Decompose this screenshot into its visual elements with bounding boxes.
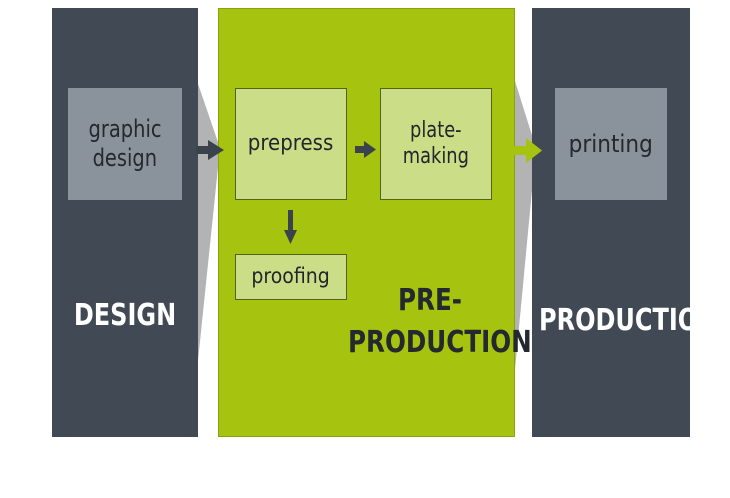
graphic-design-box: graphic design xyxy=(68,88,182,200)
prepress-label: prepress xyxy=(248,130,334,156)
platemaking-line1: plate- xyxy=(410,117,462,143)
arrow-prepress-to-proofing xyxy=(284,210,297,244)
arrow-preproduction-to-printing xyxy=(512,138,542,163)
proofing-box: proofing xyxy=(235,254,347,300)
arrow-design-to-prepress xyxy=(196,140,224,160)
printing-box: printing xyxy=(555,88,667,200)
design-label: DESIGN xyxy=(73,298,177,333)
prepress-box: prepress xyxy=(235,88,347,200)
graphic-design-line2: design xyxy=(92,144,158,172)
preproduction-line2: PRODUCTION xyxy=(348,325,532,360)
platemaking-box: plate- making xyxy=(380,88,492,200)
preproduction-label: PRE- PRODUCTION xyxy=(348,280,532,364)
platemaking-line2: making xyxy=(402,144,470,169)
graphic-design-line1: graphic xyxy=(88,115,162,144)
production-panel xyxy=(532,8,690,437)
design-panel xyxy=(52,8,198,437)
proofing-label: proofing xyxy=(251,264,331,289)
preproduction-panel xyxy=(218,8,515,437)
printing-label: printing xyxy=(568,129,654,158)
preproduction-line1: PRE- xyxy=(397,283,462,318)
arrow-prepress-to-platemaking xyxy=(355,141,376,158)
